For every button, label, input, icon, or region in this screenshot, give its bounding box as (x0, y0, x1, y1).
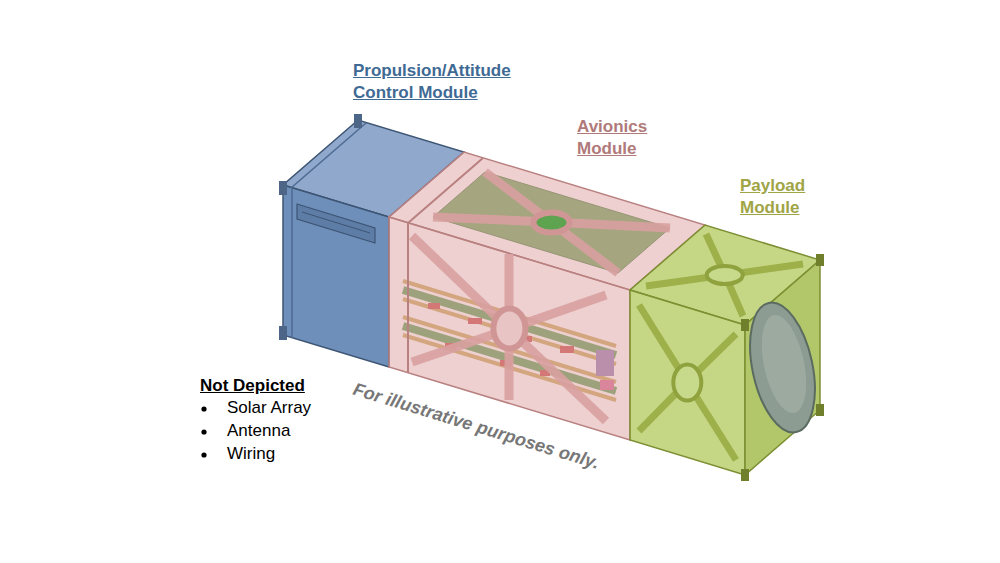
module-side-face (283, 185, 389, 367)
watermark: For illustrative purposes only. (351, 378, 603, 474)
frame-ring (673, 365, 701, 401)
rail-flange (816, 404, 824, 416)
frame-ring (534, 213, 570, 233)
note-item: Wiring (227, 443, 275, 465)
module-tab-edge (302, 212, 370, 233)
rail-flange (279, 181, 287, 195)
rail-flange (816, 254, 824, 266)
lens-highlight (754, 311, 814, 417)
list-bullet (201, 429, 206, 434)
note-item: Antenna (227, 420, 290, 442)
note-heading: Not Depicted (200, 375, 305, 397)
frame-ring (707, 266, 743, 284)
payload-lens (739, 297, 825, 439)
module-tab (297, 204, 375, 243)
module-rim (291, 123, 366, 188)
module-side-face (630, 290, 745, 475)
note-item: Solar Array (227, 397, 311, 419)
frame-ring (493, 309, 525, 349)
rail-flange (741, 319, 749, 331)
rail-flange (741, 469, 749, 481)
rail-flange (354, 114, 362, 128)
list-bullet (201, 452, 206, 457)
payload-module (630, 225, 826, 481)
module-flange (407, 223, 409, 373)
module-label: Propulsion/Attitude Control Module (353, 60, 543, 104)
module-label: Payload Module (740, 175, 835, 219)
rail-flange (279, 326, 287, 340)
module-label: Avionics Module (577, 116, 677, 160)
module-rim (291, 188, 293, 338)
list-bullet (201, 406, 206, 411)
